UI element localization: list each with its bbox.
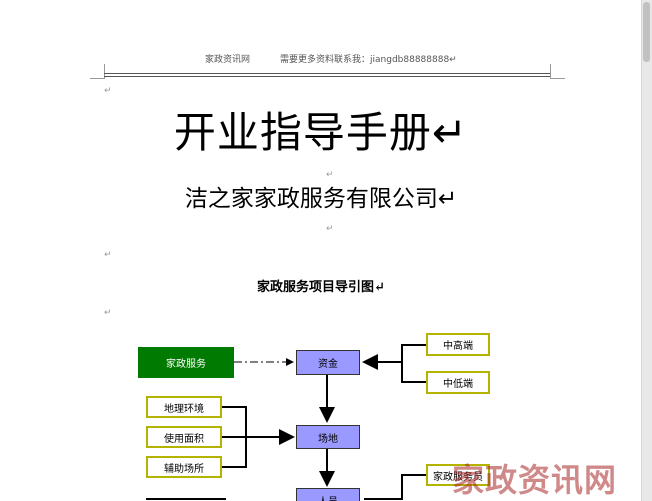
service-box: 家政服务 <box>138 347 234 378</box>
header-divider <box>104 73 550 74</box>
funds-box: 资金 <box>296 350 360 375</box>
high-end-box: 中高端 <box>426 333 490 356</box>
auxiliary-site-box: 辅助场所 <box>146 456 222 478</box>
paragraph-mark: ↵ <box>104 86 112 96</box>
staff-box: 人员 <box>296 488 360 501</box>
usable-area-box: 使用面积 <box>146 426 222 448</box>
section-heading[interactable]: 家政服务项目导引图↵ <box>257 280 385 295</box>
header-contact: 需要更多资料联系我：jiangdb88888888↵ <box>280 55 457 65</box>
company-name[interactable]: 洁之家家政服务有限公司↵ <box>184 186 458 212</box>
paragraph-mark: ↵ <box>104 250 112 260</box>
header-site-name: 家政资讯网 <box>205 55 251 65</box>
scrollbar-thumb[interactable] <box>643 2 650 62</box>
paragraph-mark: ↵ <box>104 308 112 318</box>
paragraph-mark: ↵ <box>326 224 334 234</box>
corner-mark-top-right <box>550 64 565 79</box>
paragraph-mark: ↵ <box>326 170 334 180</box>
location-environment-box: 地理环境 <box>146 396 222 418</box>
vertical-scrollbar[interactable] <box>641 0 652 501</box>
staff-connector <box>364 474 426 500</box>
watermark: 家政资讯网 <box>452 461 618 499</box>
low-end-box: 中低端 <box>426 371 490 394</box>
page-header: 家政资讯网 需要更多资料联系我：jiangdb88888888↵ <box>205 52 457 65</box>
options-connector <box>401 344 426 383</box>
site-box: 场地 <box>296 425 360 449</box>
header-divider-bottom <box>104 76 550 77</box>
corner-mark-top-left <box>90 64 105 79</box>
staff-role-box: 家政服务员 <box>426 464 490 486</box>
document-title[interactable]: 开业指导手册↵ <box>173 108 469 157</box>
